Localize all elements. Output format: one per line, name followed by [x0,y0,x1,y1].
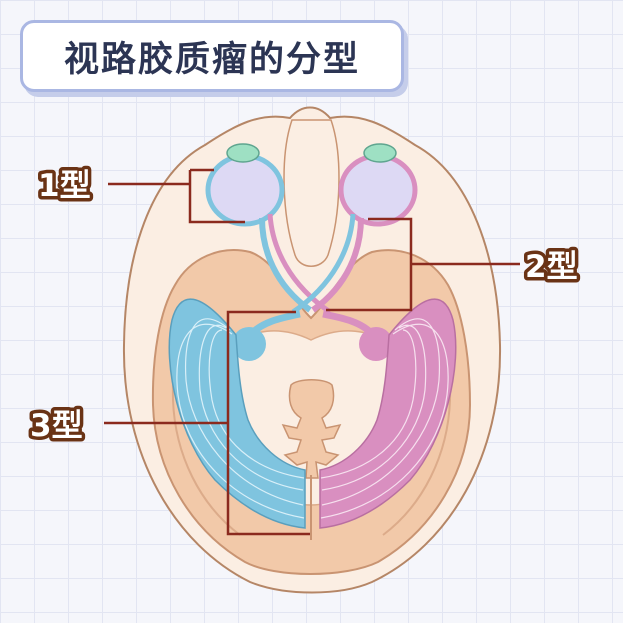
left-eye [205,153,285,227]
callout-type3 [104,310,310,536]
left-optic-radiation [168,298,306,529]
right-optic-nerve-pink [311,217,364,313]
right-eye [338,153,418,227]
left-lens [226,143,260,163]
right-radiation-fibers [320,318,449,519]
callout-type1 [108,168,245,224]
right-optic-nerve-blue [291,213,356,315]
right-lgn [359,327,393,361]
brainstem [281,379,342,479]
diagram-title: 视路胶质瘤的分型 [63,39,360,80]
left-radiation-fibers [176,318,305,519]
left-optic-nerve-pink [267,213,332,315]
title-box: 视路胶质瘤的分型 [20,20,404,92]
right-lens [363,143,397,163]
frontal-midline [283,119,340,267]
right-optic-radiation [319,298,457,529]
callout-type2 [326,217,520,312]
label-type3: 3型 [30,408,83,444]
left-optic-nerve-blue [259,217,312,313]
left-lgn [232,327,266,361]
label-type1: 1型 [38,168,91,204]
label-type2: 2型 [525,249,578,285]
